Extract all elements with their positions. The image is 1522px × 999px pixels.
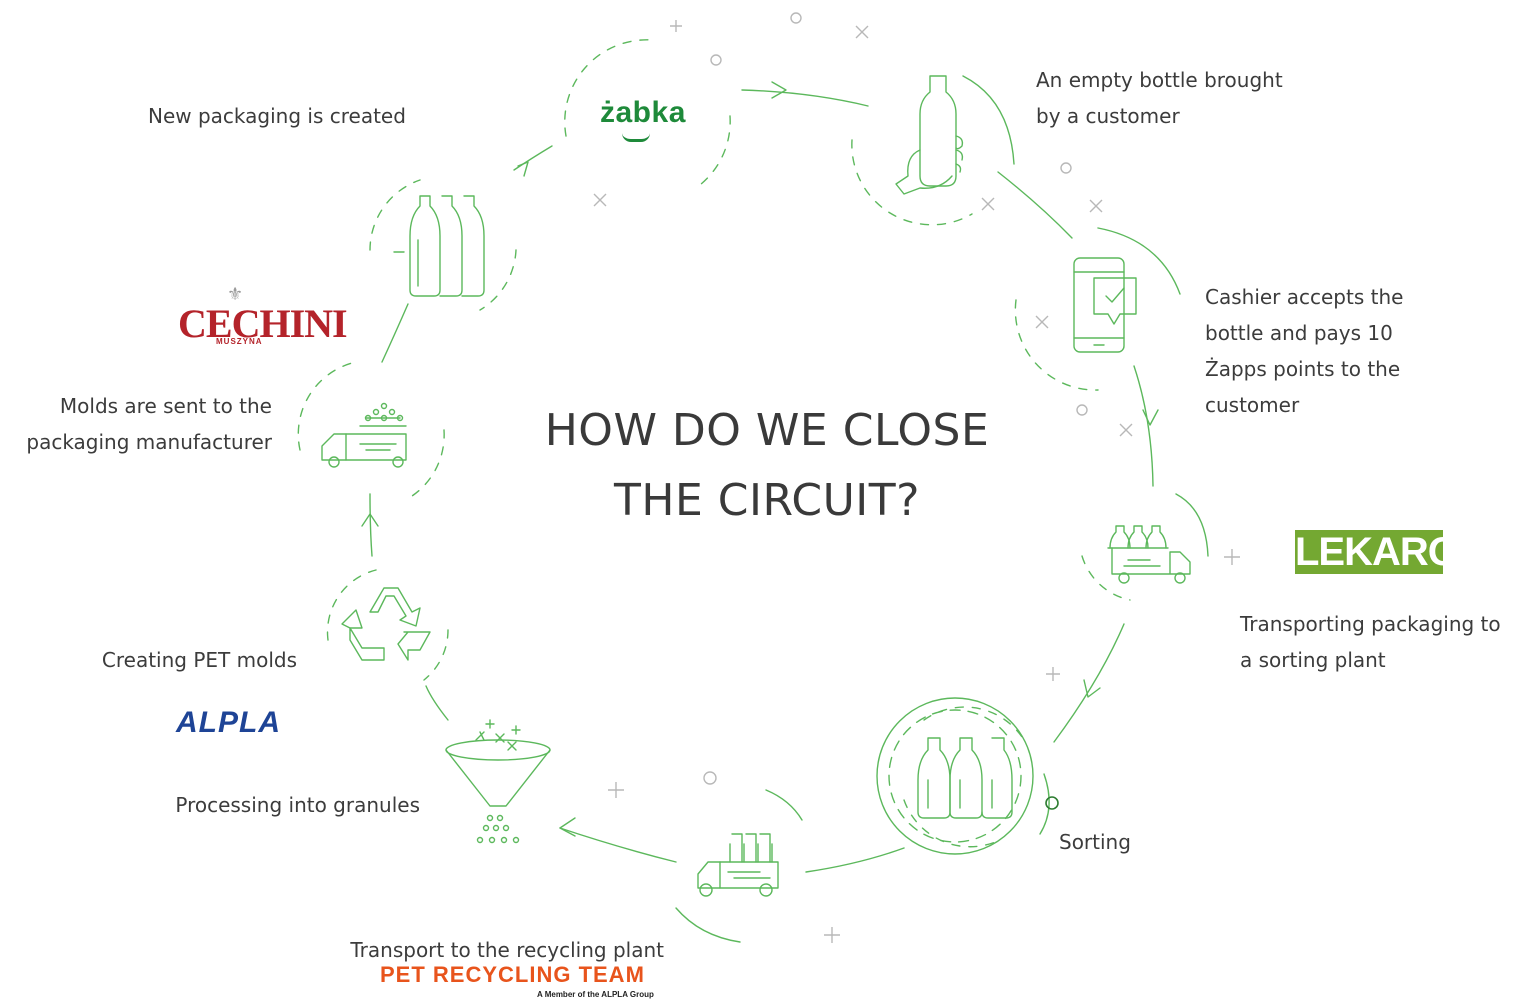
zabka-logo: żabka [600,96,686,129]
label-line: New packaging is created [148,104,406,128]
connector-arc [805,847,905,873]
step-label-transport-recycling: Transport to the recycling plant [300,932,664,968]
step-label-empty-bottle: An empty bottle brought by a customer [1036,62,1283,134]
phone-check-icon [1073,257,1137,353]
connector-arc [962,75,1015,165]
recycle-icon [341,587,431,661]
step-label-pet-molds: Creating PET molds [40,642,297,678]
truck-granules-icon [321,402,407,468]
connector-arc [741,89,869,107]
ring-phone [1014,299,1099,391]
truck-bottles-icon [697,833,779,897]
step-label-molds-sent: Molds are sent to the packaging manufact… [0,388,272,460]
ring-molds [297,361,357,451]
pet-recycling-team-logo: PET RECYCLING TEAM [380,962,645,987]
label-line: a sorting plant [1240,648,1386,672]
connector-arc [1053,623,1125,743]
label-line: Sorting [1059,830,1131,854]
label-line: packaging manufacturer [26,430,272,454]
label-line: bottle and pays 10 [1205,321,1393,345]
label-line: Molds are sent to the [59,394,272,418]
bottles-icon [393,195,485,297]
connector-arrow [517,161,529,177]
label-line: Cashier accepts the [1205,285,1404,309]
zabka-logo-smile [622,133,650,142]
label-line: Transport to the recycling plant [350,938,664,962]
step-label-granules: Processing into granules [100,787,420,823]
label-line: Żapps points to the [1205,357,1401,381]
title-line: HOW DO WE CLOSE [544,405,990,456]
ring-molds [411,429,445,497]
ring-sorting-solid [876,697,1034,855]
connector-arc [1175,493,1209,557]
cechini-logo-subtitle: MUSZYNA [216,337,263,346]
lekaro-logo: LEKARO [1295,530,1459,574]
hand-bottle-icon [895,75,964,195]
label-line: Processing into granules [175,793,420,817]
ring-bottles [369,179,421,251]
label-line: An empty bottle brought [1036,68,1283,92]
ring-truck [1081,555,1131,601]
label-line: Transporting packaging to [1240,612,1501,636]
step-label-cashier: Cashier accepts the bottle and pays 10 Ż… [1205,279,1403,423]
decorative-markers [593,12,1240,943]
title-line: THE CIRCUIT? [614,475,920,526]
cechini-logo: CECHINI [178,301,348,346]
alpla-logo: ALPLA [176,706,281,739]
label-line: by a customer [1036,104,1180,128]
connector-arc [997,171,1073,239]
connector-arrow [771,81,787,99]
cechini-crest-icon: ⚜ [227,284,244,304]
connector-arrow [1083,679,1101,698]
step-label-new-packaging: New packaging is created [148,98,406,134]
ring-recycle [423,629,449,681]
connector-arc [1097,227,1181,295]
connector-arrow [361,513,379,527]
connector-arc [425,685,449,721]
pet-recycling-team-tagline: A Member of the ALPLA Group [537,990,654,999]
ring-bottles [479,249,517,311]
sorting-bottles-icon [917,737,1013,819]
connector-arc [369,493,373,557]
ring-recycle [326,569,377,641]
ring-sorting-dashed [888,709,1022,843]
connector-arc [381,303,409,363]
connector-arc [513,145,553,171]
connector-arrow [559,817,576,837]
ring-zabka [695,115,731,189]
page-title: HOW DO WE CLOSE THE CIRCUIT? [500,396,1034,536]
connector-arrow [1142,409,1159,426]
connector-arc [765,789,803,821]
truck-bottles-icon [1107,525,1191,584]
label-line: customer [1205,393,1300,417]
connector-arc [1133,365,1154,487]
step-label-sorting: Sorting [1059,824,1131,860]
sorting-marker-dot [1045,796,1059,810]
ring-sorting [923,706,1025,741]
connector-arc [1039,773,1050,835]
connector-arc [675,907,741,943]
label-line: Creating PET molds [101,648,297,672]
funnel-granules-icon [445,719,551,844]
connector-arc [559,827,677,863]
ring-bottle [851,139,973,226]
step-label-transport-sorting: Transporting packaging to a sorting plan… [1240,606,1501,678]
ring-zabka [564,39,653,137]
